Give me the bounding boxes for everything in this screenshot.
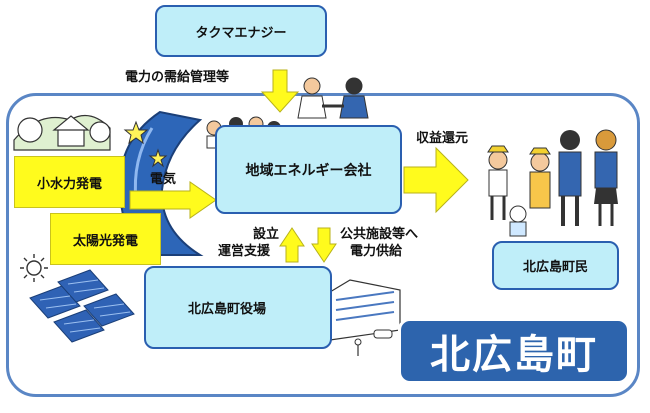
town-name-badge: 北広島町 bbox=[398, 318, 630, 384]
profit-return-label: 収益還元 bbox=[416, 131, 469, 146]
solar-panels-illustration bbox=[29, 269, 135, 343]
solar-label: 太陽光発電 bbox=[72, 233, 138, 249]
electricity-label: 電気 bbox=[150, 172, 177, 187]
arrow-company-to-office bbox=[311, 227, 337, 263]
small-hydro-label: 小水力発電 bbox=[36, 176, 102, 192]
sun-icon bbox=[20, 254, 48, 282]
arrow-company-to-residents bbox=[403, 146, 469, 214]
regional-energy-company-box: 地域エネルギー会社 bbox=[215, 125, 402, 214]
public-facilities-label: 公共施設等へ bbox=[340, 227, 419, 242]
house-landscape-illustration bbox=[13, 114, 111, 151]
establishment-label: 設立 bbox=[252, 227, 279, 242]
regional-energy-company-label: 地域エネルギー会社 bbox=[245, 162, 372, 179]
small-hydro-box: 小水力発電 bbox=[14, 156, 125, 208]
arrow-takuma-to-company bbox=[260, 69, 300, 113]
residents-family-illustration bbox=[487, 129, 618, 237]
power-supply-label: 電力供給 bbox=[350, 244, 403, 259]
operation-support-label: 運営支援 bbox=[218, 244, 271, 259]
town-office-label: 北広島町役場 bbox=[188, 302, 267, 317]
handshake-illustration bbox=[297, 77, 369, 119]
takuma-energy-label: タクマエナジー bbox=[195, 25, 287, 41]
supply-demand-management-label: 電力の需給管理等 bbox=[125, 70, 230, 85]
residents-label: 北広島町民 bbox=[522, 260, 588, 275]
arrow-office-to-company bbox=[279, 227, 305, 263]
town-office-box: 北広島町役場 bbox=[144, 266, 332, 349]
residents-box: 北広島町民 bbox=[492, 241, 619, 290]
takuma-energy-box: タクマエナジー bbox=[155, 5, 327, 57]
arrow-power-to-company bbox=[129, 181, 217, 219]
solar-box: 太陽光発電 bbox=[50, 213, 161, 265]
town-name-label: 北広島町 bbox=[430, 332, 598, 378]
